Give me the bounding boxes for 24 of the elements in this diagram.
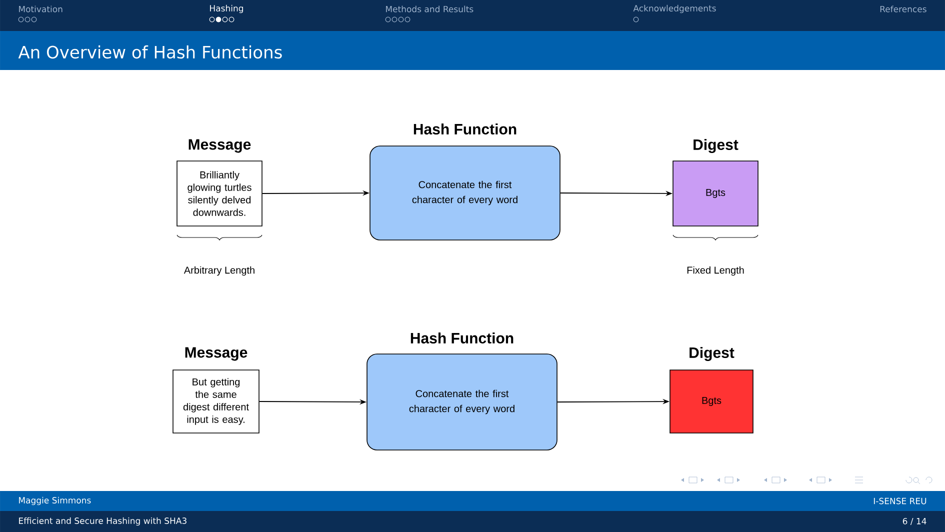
section-link: Motivation: [19, 6, 62, 12]
section-link: Methods and Results: [386, 6, 474, 12]
digest-box: Bgts: [670, 370, 754, 434]
box-heading: Digest: [694, 138, 738, 154]
digest-box: Bgts: [672, 160, 758, 226]
box-heading: Digest: [690, 346, 734, 362]
section-link: Hashing: [210, 4, 243, 14]
section-link: Acknowledgements: [633, 4, 716, 14]
institute-name: I-SENSE REU: [874, 498, 926, 504]
box-heading: Message: [188, 139, 251, 153]
length-caption: Arbitrary Length: [184, 266, 254, 276]
talk-title: Efficient and Secure Hashing with SHA3: [19, 517, 186, 526]
hash-function-box: Concatenate the first character of every word: [370, 146, 560, 240]
slide-title: An Overview of Hash Functions: [18, 45, 282, 59]
box-heading: Hash Function: [410, 332, 514, 344]
page-number: 6 / 14: [902, 518, 926, 526]
author-name: Maggie Simmons: [19, 496, 91, 506]
length-caption: Fixed Length: [687, 266, 744, 276]
box-heading: Message: [185, 347, 248, 361]
section-link: References: [880, 6, 926, 12]
message-box: Brilliantly glowing turtles silently delved downwards.: [176, 160, 262, 226]
message-box: But getting the same digest different input is easy.: [172, 370, 260, 434]
box-heading: Hash Function: [414, 124, 516, 134]
hash-function-box: Concatenate the first character of every word: [366, 354, 558, 450]
